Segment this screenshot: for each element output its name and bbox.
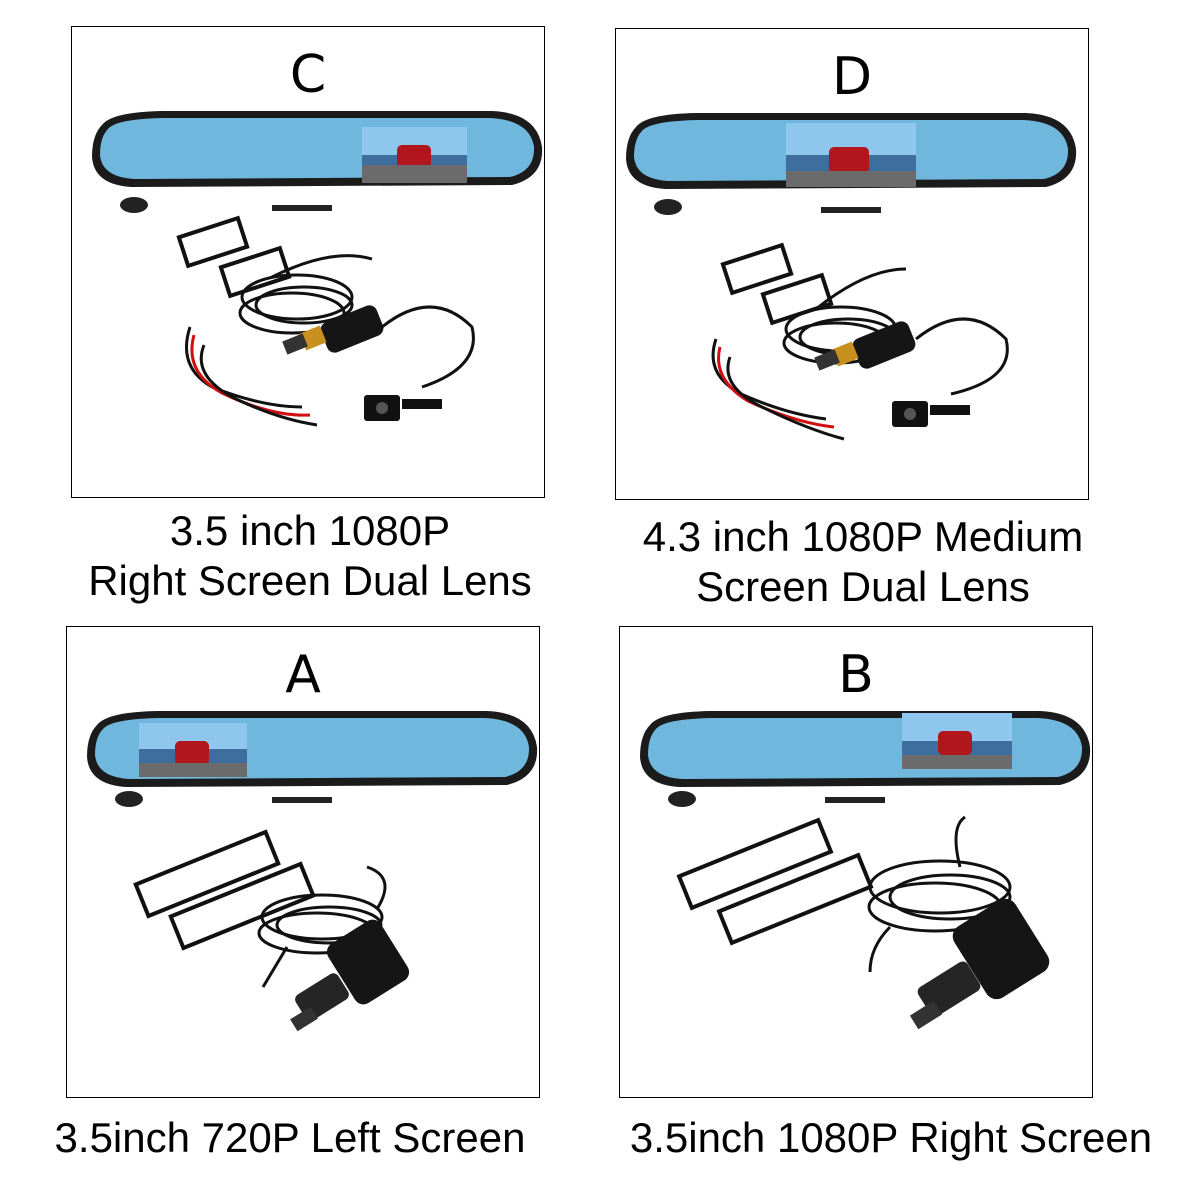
variant-letter: A [285, 645, 321, 705]
product-panel-d: D [615, 28, 1089, 500]
mirror-dashcam-icon [92, 111, 543, 213]
variant-caption-a: 3.5inch 720P Left Screen [10, 1113, 570, 1163]
product-panel-c: C [71, 26, 545, 498]
product-panel-b: B [619, 626, 1093, 1098]
red-power-cable [185, 326, 318, 427]
mirror-dashcam-icon [626, 113, 1077, 215]
caption-line: Right Screen Dual Lens [88, 557, 532, 604]
variant-caption-c: 3.5 inch 1080P Right Screen Dual Lens [40, 506, 580, 606]
variant-letter: B [838, 645, 874, 705]
rubber-strap-icon [133, 829, 316, 951]
mirror-dashcam-icon [640, 711, 1091, 807]
rubber-strap-icon [720, 242, 834, 326]
car-charger-icon [814, 321, 916, 371]
rear-camera-icon [892, 317, 1009, 427]
rubber-strap-icon [676, 817, 874, 946]
variant-letter: C [289, 45, 327, 105]
variant-caption-b: 3.5inch 1080P Right Screen [590, 1113, 1192, 1163]
product-panel-a: A [66, 626, 540, 1098]
mirror-dashcam-kit-illustration [640, 711, 1091, 1030]
caption-line: 3.5 inch 1080P [169, 507, 451, 554]
cable-coil-icon [238, 254, 373, 335]
mirror-dashcam-kit-illustration [92, 111, 543, 427]
red-power-cable [711, 338, 845, 441]
car-charger-icon [290, 919, 410, 1032]
caption-line: 3.5inch 1080P Right Screen [629, 1114, 1153, 1161]
car-charger-icon [282, 305, 384, 355]
caption-line: 4.3 inch 1080P Medium [642, 513, 1084, 560]
caption-line: Screen Dual Lens [696, 563, 1030, 610]
cable-coil-icon [867, 815, 1012, 973]
variant-letter: D [831, 47, 873, 107]
caption-line: 3.5inch 720P Left Screen [54, 1114, 526, 1161]
variant-caption-d: 4.3 inch 1080P Medium Screen Dual Lens [593, 512, 1133, 612]
mirror-dashcam-kit-illustration [87, 711, 538, 1032]
rear-camera-icon [364, 305, 475, 421]
mirror-dashcam-icon [87, 711, 538, 807]
car-charger-icon [909, 898, 1050, 1030]
mirror-dashcam-kit-illustration [626, 113, 1077, 441]
rubber-strap-icon [176, 215, 292, 299]
